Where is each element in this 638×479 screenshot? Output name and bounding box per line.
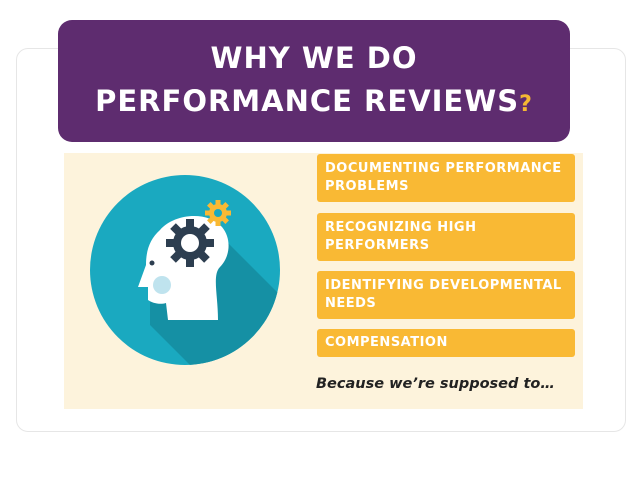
- title-banner: WHY WE DO PERFORMANCE REVIEWS?: [58, 20, 570, 142]
- title-line-1: WHY WE DO: [210, 40, 418, 75]
- reason-identifying-developmental-needs: IDENTIFYING DEVELOPMENTAL NEEDS: [317, 271, 575, 319]
- reason-documenting-performance-problems: DOCUMENTING PERFORMANCE PROBLEMS: [317, 154, 575, 202]
- footer-caption: Because we’re supposed to…: [316, 376, 555, 392]
- reason-recognizing-high-performers: RECOGNIZING HIGH PERFORMERS: [317, 213, 575, 261]
- title-line-2-text: PERFORMANCE REVIEWS: [95, 83, 520, 118]
- head-with-gears-icon: [90, 175, 280, 365]
- title-line-2: PERFORMANCE REVIEWS?: [95, 80, 533, 126]
- title-question-mark: ?: [519, 91, 533, 117]
- reason-compensation: COMPENSATION: [317, 329, 575, 357]
